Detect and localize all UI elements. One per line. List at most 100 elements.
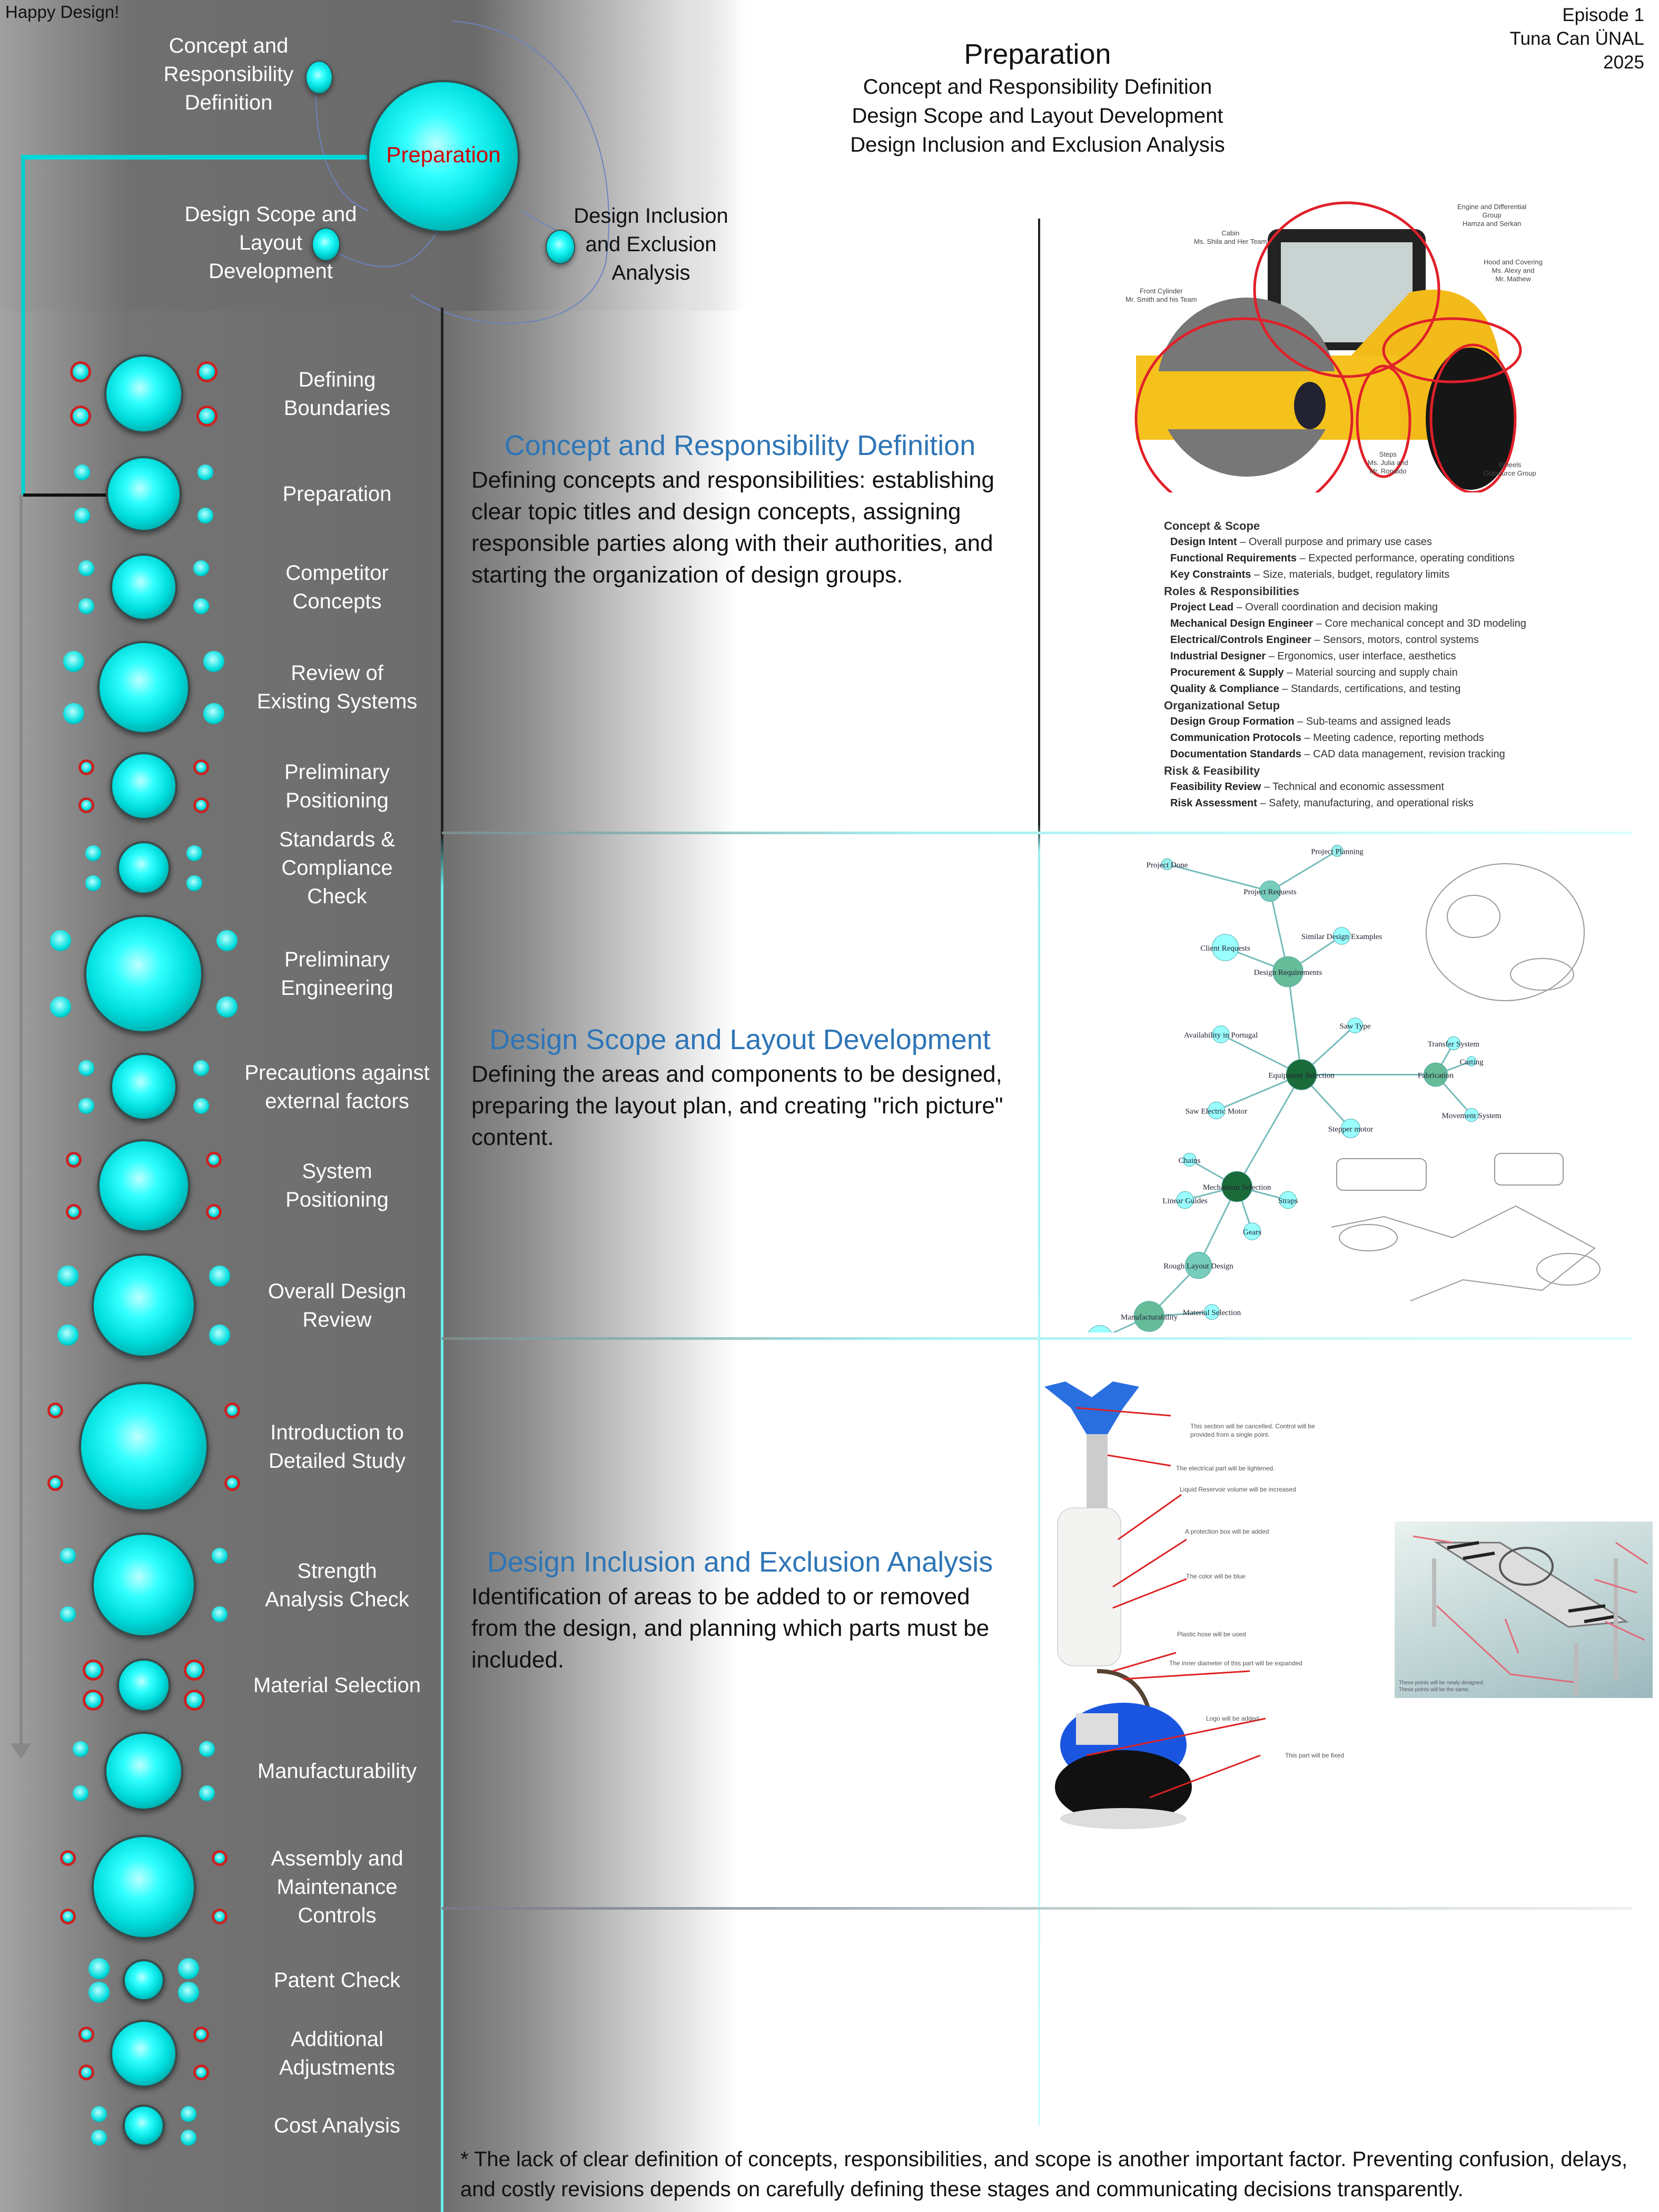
list-item: Key Constraints – Size, materials, budge… (1170, 569, 1450, 580)
center-divider (1038, 219, 1040, 2125)
mindmap-node (1286, 1059, 1317, 1090)
satellite-dot (224, 1402, 241, 1418)
satellite-dot (72, 1785, 88, 1802)
satellite-dot (88, 1981, 110, 2003)
step-label[interactable]: Introduction to Detailed Study (269, 1418, 406, 1475)
mindmap-node (1347, 1018, 1363, 1033)
satellite-dot (50, 996, 72, 1018)
step-bubble[interactable] (122, 2104, 165, 2147)
mindmap-node-label: Equipment Selection (1268, 1072, 1335, 1080)
step-label[interactable]: Material Selection (253, 1671, 421, 1700)
step-label[interactable]: Patent Check (274, 1966, 400, 1994)
satellite-dot (193, 2027, 210, 2043)
step-bubble[interactable] (117, 1658, 171, 1712)
step-bubble[interactable] (104, 1732, 184, 1811)
hub-bubble[interactable] (367, 80, 520, 233)
mindmap-node (1341, 1119, 1360, 1138)
legend-same: These points will be the same. (1399, 1687, 1470, 1693)
scope-bubble[interactable] (312, 228, 340, 261)
inclusion-bubble[interactable] (546, 230, 575, 264)
step-bubble[interactable] (91, 1533, 196, 1637)
step-bubble[interactable] (97, 640, 191, 734)
caption: Mr. Ronaldo (1369, 467, 1407, 475)
step-label[interactable]: Preparation (283, 480, 392, 508)
step-label-line: Review of (291, 661, 383, 685)
item-desc: Safety, manufacturing, and operational r… (1269, 797, 1474, 809)
caption: Ms. Shila and Her Team (1194, 238, 1267, 245)
step-label-line: Introduction to (270, 1421, 404, 1444)
item-desc: Size, materials, budget, regulatory limi… (1262, 569, 1450, 580)
step-bubble[interactable] (122, 1959, 165, 2002)
label-line: Design Scope and (184, 203, 357, 226)
satellite-dot (78, 1060, 94, 1076)
step-bubble[interactable] (84, 914, 203, 1033)
satellite-dot (181, 2106, 197, 2122)
item-desc: Standards, certifications, and testing (1290, 683, 1461, 695)
satellite-dot (212, 1908, 228, 1924)
step-bubble[interactable] (105, 456, 182, 532)
mindmap-node (1212, 1025, 1230, 1043)
step-label-line: Preliminary (284, 760, 390, 784)
brand-text: Happy Design! (5, 2, 120, 22)
step-bubble[interactable] (104, 354, 184, 433)
step-label-line: Defining (298, 368, 376, 391)
step-bubble[interactable] (117, 841, 171, 895)
step-bubble[interactable] (91, 1253, 196, 1358)
step-bubble[interactable] (110, 553, 178, 621)
mindmap-node-label: Similar Design Examples (1301, 933, 1382, 941)
step-bubble[interactable] (97, 1139, 191, 1232)
step-label-line: Precautions against (244, 1061, 430, 1084)
mindmap-node-label: Fabrication (1418, 1072, 1454, 1080)
mindmap-node-label: Mechanism Selection (1203, 1183, 1271, 1192)
step-label[interactable]: Cost Analysis (274, 2111, 400, 2140)
step-bubble[interactable] (78, 1381, 209, 1512)
mindmap-node-label: Project Requests (1243, 888, 1297, 896)
item-desc: Technical and economic assessment (1272, 781, 1444, 793)
mindmap-node-label: Saw Electric Motor (1186, 1108, 1247, 1116)
satellite-dot (203, 650, 225, 672)
step-label-line: Manufacturability (257, 1760, 417, 1783)
step-label-line: System (302, 1160, 372, 1183)
step-label-line: Engineering (281, 976, 393, 1000)
scrubber-note: This section will be cancelled. Control … (1190, 1423, 1315, 1438)
concept-bubble[interactable] (305, 61, 333, 94)
floor-scrubber-image (1044, 1376, 1392, 1850)
step-bubble[interactable] (110, 752, 178, 821)
step-label-line: Detailed Study (268, 1449, 406, 1473)
mindmap-node-label: Linear Guides (1162, 1197, 1208, 1206)
step-bubble[interactable] (110, 1053, 178, 1121)
satellite-dot (193, 1060, 210, 1076)
satellite-dot (212, 1850, 228, 1866)
satellite-dot (193, 797, 210, 813)
step-bubble[interactable] (91, 1835, 196, 1940)
satellite-dot (72, 1741, 88, 1757)
list-item: Electrical/Controls Engineer – Sensors, … (1170, 634, 1479, 646)
satellite-dot (91, 2129, 107, 2146)
satellite-dot (47, 1402, 63, 1418)
satellite-dot (60, 1548, 76, 1564)
item-term: Documentation Standards (1170, 748, 1301, 760)
satellite-dot (197, 465, 214, 481)
step-label[interactable]: Manufacturability (258, 1757, 417, 1785)
satellite-dot (88, 1958, 110, 1979)
satellite-dot (199, 1785, 215, 1802)
step-bubble[interactable] (110, 2020, 178, 2088)
satellite-dot (78, 797, 94, 813)
satellite-dot (78, 1098, 94, 1114)
